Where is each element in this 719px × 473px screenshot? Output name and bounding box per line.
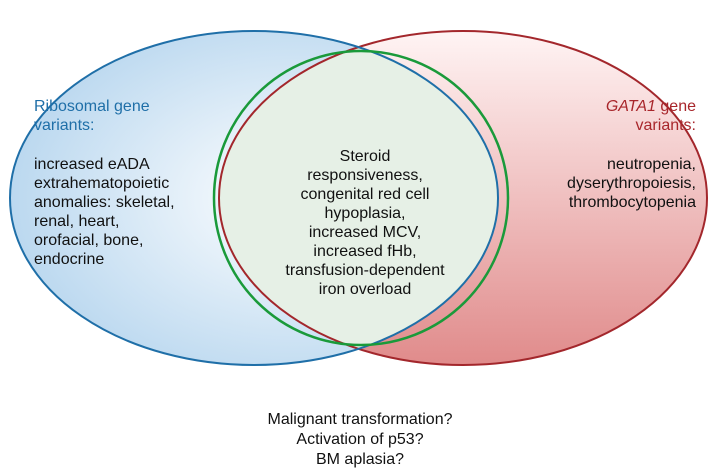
overlap-features: Steroid responsiveness, congenital red c… xyxy=(252,147,478,299)
overlap-region xyxy=(219,31,498,365)
left-feature-line: extrahematopoietic xyxy=(34,175,170,192)
right-title-line: variants: xyxy=(635,117,696,134)
left-set-features: increased eADA extrahematopoietic anomal… xyxy=(34,155,264,269)
overlap-circle xyxy=(212,49,510,347)
left-title-line: Ribosomal gene xyxy=(34,98,150,115)
right-title-rest: gene xyxy=(655,98,696,115)
gene-name: GATA1 xyxy=(605,98,656,115)
right-set-features: neutropenia, dyserythropoiesis, thromboc… xyxy=(470,155,696,212)
right-set-title: GATA1 gene variants: xyxy=(470,97,696,135)
overlap-feature-line: increased fHb, xyxy=(313,243,417,260)
right-title-line: GATA1 gene xyxy=(470,97,696,116)
left-title-line: variants: xyxy=(34,117,95,134)
ribosomal-set-outline xyxy=(9,30,499,366)
overlap-feature-line: responsiveness, xyxy=(307,167,423,184)
overlap-feature-line: increased MCV, xyxy=(308,224,422,241)
question-line: BM aplasia? xyxy=(315,451,405,468)
question-line: Malignant transformation? xyxy=(267,411,453,428)
overlap-feature-line: Steroid xyxy=(339,148,391,165)
overlap-feature-line: congenital red cell xyxy=(300,186,430,203)
left-feature-line: orofacial, bone, xyxy=(34,232,144,249)
left-set-title: Ribosomal gene variants: xyxy=(34,97,234,135)
left-feature-line: anomalies: skeletal, xyxy=(34,194,175,211)
overlap-feature-line: iron overload xyxy=(318,281,412,298)
overlap-feature-line: transfusion-dependent xyxy=(285,262,445,279)
venn-diagram xyxy=(9,30,708,366)
right-feature-line: thrombocytopenia xyxy=(568,194,696,211)
right-feature-line: neutropenia, xyxy=(607,156,696,173)
left-feature-line: increased eADA xyxy=(34,156,150,173)
left-feature-line: renal, heart, xyxy=(34,213,120,230)
gata1-set-outline xyxy=(218,30,708,366)
right-feature-line: dyserythropoiesis, xyxy=(567,175,696,192)
open-questions: Malignant transformation? Activation of … xyxy=(160,410,560,470)
question-line: Activation of p53? xyxy=(296,431,424,448)
overlap-feature-line: hypoplasia, xyxy=(324,205,406,222)
left-feature-line: endocrine xyxy=(34,251,105,268)
